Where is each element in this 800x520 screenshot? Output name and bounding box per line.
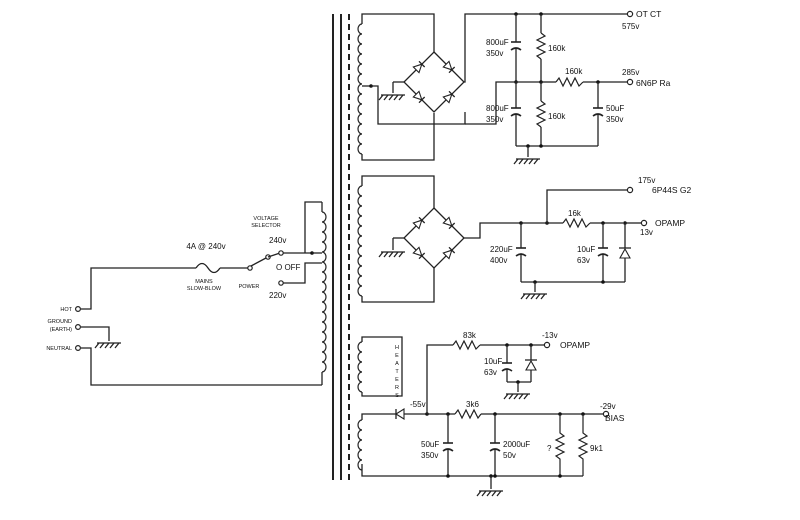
ground-label: GROUND [48,319,72,325]
secondary-winding-hv [357,23,363,155]
cap1-voltage: 350v [486,49,503,58]
secondary-winding-bias [357,419,363,471]
ot-ct-output[interactable] [626,10,634,18]
transformer-core [332,14,350,480]
fuse-label-mains: MAINS [195,279,213,285]
ot-ct-voltage: 575v [622,22,639,31]
cap1-value: 800uF [486,38,509,47]
g2-cap1-value: 220uF [490,245,513,254]
selector-220v: 220v [269,291,286,300]
r1-value: 160k [548,44,566,53]
bias-cap2-value: 2000uF [503,440,530,449]
cap3-value: 50uF [606,104,624,113]
g2-opamp-output[interactable] [640,219,648,227]
cap2-value: 800uF [486,104,509,113]
g2-cap1-voltage: 400v [490,256,507,265]
bias-cap1-value: 50uF [421,440,439,449]
bias-diode-voltage: -55v [410,400,426,409]
cap3-voltage: 350v [606,115,623,124]
g2-opamp-label: OPAMP [655,218,685,228]
bias-supply: -55v 83k -13v OPAMP 10uF 63v [361,331,625,497]
neg13-voltage: -13v [542,331,558,340]
selector-240v: 240v [269,236,286,245]
fuse-symbol [195,262,221,274]
r3-value: 160k [565,67,583,76]
ot-ct-label: OT CT [636,9,661,19]
hot-label: HOT [60,307,72,313]
secondary-winding-g2 [357,185,363,297]
bias-r1-value: 83k [463,331,477,340]
neg13-label: OPAMP [560,340,590,350]
selector-label-1: VOLTAGE [253,216,278,222]
power-switch-label: POWER [239,284,260,290]
secondary-winding-heaters [357,341,363,393]
bias-output[interactable] [602,410,610,418]
selector-220-contact[interactable] [278,280,284,286]
cap2-voltage: 350v [486,115,503,124]
ra-voltage: 285v [622,68,639,77]
bias-cap2-voltage: 50v [503,451,516,460]
power-switch-contact-a[interactable] [247,265,253,271]
heater-letter-r: R [395,385,399,391]
ground-terminal[interactable] [74,324,81,331]
neg13-opamp-output[interactable] [543,341,551,349]
g2-voltage: 175v [638,176,655,185]
primary-winding [321,202,327,385]
bias-voltage: -29v [600,402,616,411]
power-switch-lever[interactable] [250,257,267,267]
g2-opamp-voltage: 13v [640,228,653,237]
g2-supply: 16k 220uF 400v 10uF 63v 175v 6P44S G2 OP… [361,175,691,303]
bias-cap1-voltage: 350v [421,451,438,460]
hv-supply: 800uF 350v 160k 160k 800uF 350v 160k [361,9,671,165]
selector-off: O OFF [276,263,301,272]
bias-r-value: 9k1 [590,444,603,453]
g2-cap2-voltage: 63v [577,256,590,265]
heater-letter-e2: E [395,377,399,383]
bias-cap-neg-value: 10uF [484,357,502,366]
heater-letter-t: T [395,369,399,375]
r2-value: 160k [548,112,566,121]
6p44s-g2-output[interactable] [626,186,634,194]
neutral-terminal[interactable] [74,345,81,352]
heater-letter-h: H [395,345,399,351]
bias-r2-value: 3k6 [466,400,479,409]
g2-label: 6P44S G2 [652,185,691,195]
selector-240-contact[interactable] [278,250,284,256]
bias-cap-neg-voltage: 63v [484,368,497,377]
g2-r1-value: 16k [568,209,582,218]
mains-input: HOT GROUND (EARTH) NEUTRAL 4A @ 240v MAI… [46,201,322,386]
ra-label: 6N6P Ra [636,78,671,88]
bridge-rectifier-hv [403,51,465,113]
g2-cap2-value: 10uF [577,245,595,254]
heater-winding: H E A T E R S [361,336,403,399]
bridge-rectifier-g2 [403,207,465,269]
neutral-label: NEUTRAL [46,346,72,352]
6n6p-ra-output[interactable] [626,78,634,86]
fuse-label-slowblow: SLOW-BLOW [187,286,222,292]
earth-label: (EARTH) [50,327,72,333]
heater-letter-e: E [395,353,399,359]
fuse-rating: 4A @ 240v [186,242,225,251]
bias-label: BIAS [605,413,625,423]
bias-r-unknown: ? [547,444,552,453]
hot-terminal[interactable] [74,306,81,313]
selector-label-2: SELECTOR [251,223,281,229]
heater-letter-a: A [395,361,399,367]
heater-letter-s: S [395,393,399,399]
